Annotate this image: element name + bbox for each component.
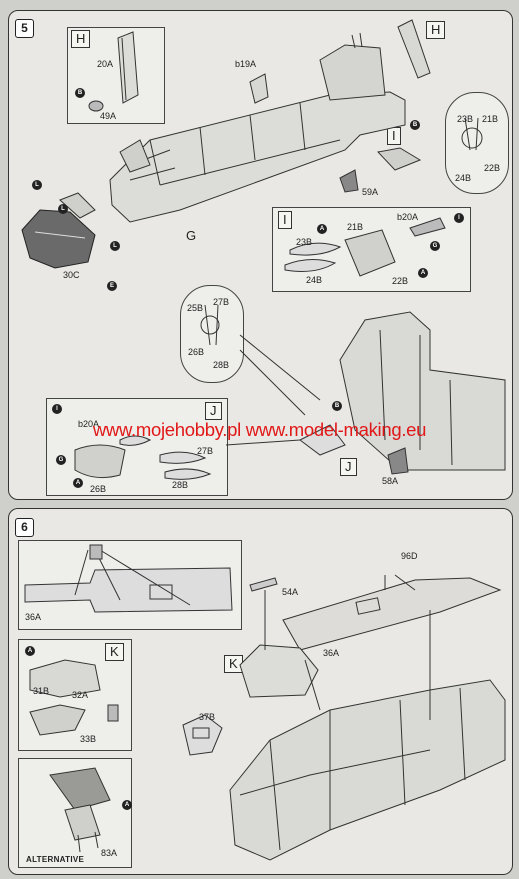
inset-rotor-head-rear [445,92,509,194]
part-59a-cone [339,169,359,193]
label-b19a: b19A [235,59,257,69]
label-31b: 31B [33,686,50,696]
inset-h-letter: H [71,30,91,48]
label-22b-b: 22B [392,276,409,286]
label-22b-a: 22B [484,163,501,173]
part-54a [249,577,278,592]
rear-fuselage-step5 [339,311,506,471]
part-30c-canopy [21,209,96,269]
label-h-main: H [426,21,446,39]
callout-i: I [454,213,464,223]
callout-l-3: L [110,241,120,251]
label-alternative: ALTERNATIVE [26,855,85,864]
label-30c: 30C [63,270,80,280]
label-83a: 83A [101,848,118,858]
label-27b-b: 27B [197,446,214,456]
part-fin-h-main [397,19,431,79]
label-j-main: J [340,458,357,476]
label-96d: 96D [401,551,418,561]
callout-a-2: A [418,268,428,278]
aft-pylon [319,44,386,101]
label-26b-a: 26B [188,347,205,357]
label-23b-b: 23B [296,237,313,247]
label-b20a-b: b20A [78,419,100,429]
label-33b: 33B [80,734,97,744]
callout-g-1: G [430,241,440,251]
inset-j-letter: J [205,402,222,420]
callout-b-3: B [332,401,342,411]
label-28b-b: 28B [172,480,189,490]
part-36a-floor-inset [24,567,233,613]
label-24b-a: 24B [455,173,472,183]
label-32a: 32A [72,690,89,700]
callout-i-2: I [52,404,62,414]
label-23b-a: 23B [457,114,474,124]
fuselage-step5 [109,91,406,223]
callout-e: E [107,281,117,291]
part-37b [182,714,223,756]
fuselage-step6 [229,679,506,861]
callout-l-2: L [58,204,68,214]
label-25b: 25B [187,303,204,313]
callout-g-2: G [56,455,66,465]
part-36a-floor [282,577,502,651]
label-58a: 58A [382,476,399,486]
part-49a-disc [88,100,104,112]
part-58a-cone [387,447,409,475]
watermark-text: www.mojehobby.pl www.model-making.eu [92,419,427,440]
label-20a: 20A [97,59,114,69]
label-b20a-a: b20A [397,212,419,222]
label-28b-a: 28B [213,360,230,370]
label-24b-b: 24B [306,275,323,285]
forward-rotor-head [119,139,151,173]
label-k-main: K [224,655,243,673]
label-36a-main: 36A [323,648,340,658]
label-g: G [186,228,197,243]
part-20a-fin [117,31,139,104]
callout-b-2: B [410,120,420,130]
label-21b-b: 21B [347,222,364,232]
callout-a-1: A [317,224,327,234]
label-49a: 49A [100,111,117,121]
label-27b-a: 27B [213,297,230,307]
step-6-number: 6 [15,518,34,537]
callout-a-4: A [25,646,35,656]
callout-a-3: A [73,478,83,488]
callout-l-1: L [32,180,42,190]
inset-i-letter: I [278,211,292,229]
label-26b-b: 26B [90,484,107,494]
label-54a: 54A [282,587,299,597]
step-5-number: 5 [15,19,34,38]
i-hub-parts [377,147,422,171]
inset-k-letter: K [105,643,124,661]
label-37b: 37B [199,712,216,722]
label-21b-a: 21B [482,114,499,124]
callout-b-1: B [75,88,85,98]
label-59a: 59A [362,187,379,197]
callout-a-5: A [122,800,132,810]
part-k-shell [239,644,319,698]
label-36a-inset: 36A [25,612,42,622]
part-b19a-fin [249,73,269,104]
